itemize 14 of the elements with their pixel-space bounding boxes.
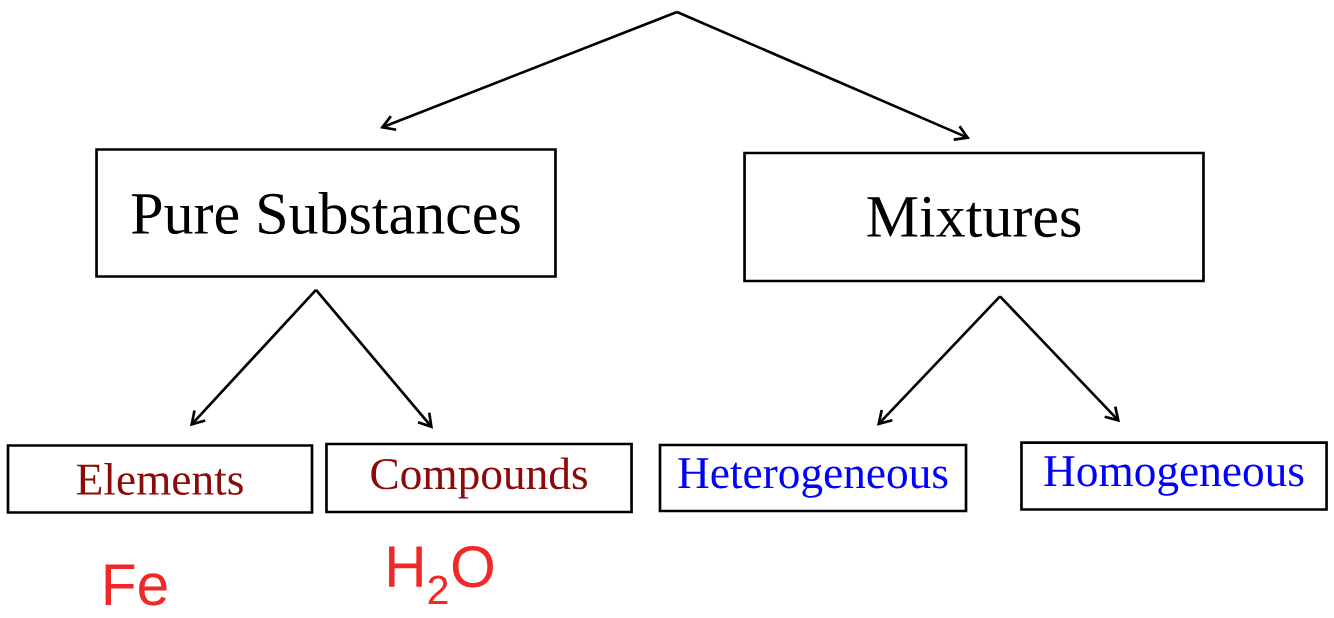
arrow	[190, 288, 317, 427]
category-box: Elements	[6, 444, 314, 514]
category-box: Compounds	[325, 442, 633, 514]
arrow	[676, 10, 971, 141]
category-box: Heterogeneous	[658, 443, 968, 513]
category-box: Pure Substances	[95, 148, 557, 278]
handwritten-note: Fe	[105, 564, 167, 606]
arrow	[999, 295, 1120, 423]
category-box: Homogeneous	[1020, 441, 1328, 511]
arrow	[315, 288, 433, 429]
arrow	[380, 10, 678, 132]
category-box: Mixtures	[743, 151, 1205, 283]
arrow	[877, 295, 1001, 426]
handwritten-note: H$_{2}$O	[389, 545, 493, 605]
